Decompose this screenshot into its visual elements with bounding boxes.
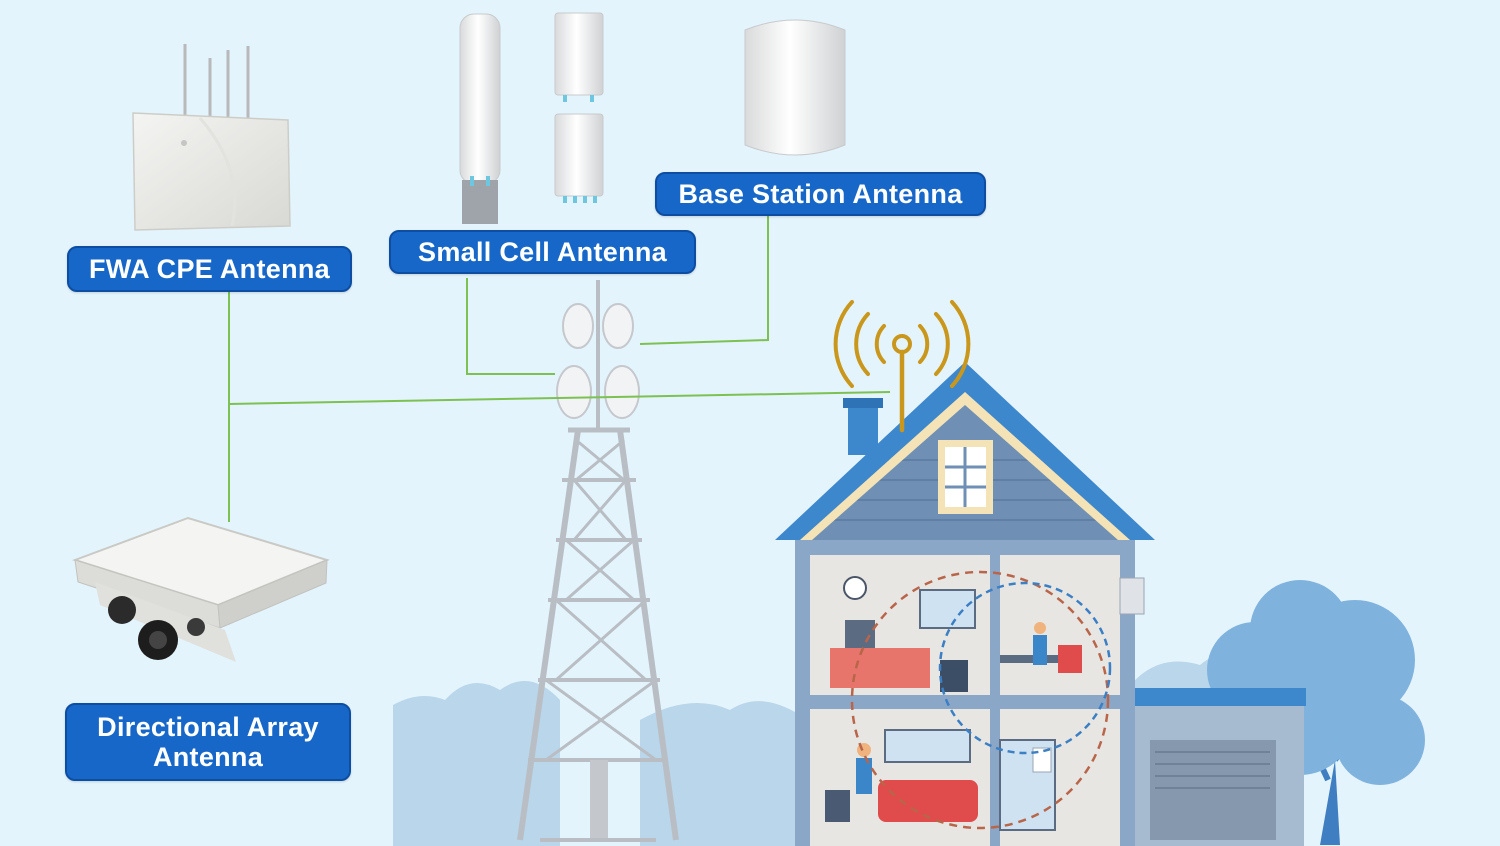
directional-array-antenna-label: Directional Array Antenna xyxy=(65,703,351,781)
directional-array-label-line2: Antenna xyxy=(152,742,264,772)
directional-array-antenna-image xyxy=(71,516,330,662)
base-station-antenna-label-text: Base Station Antenna xyxy=(678,178,963,209)
base-station-antenna-image xyxy=(744,19,846,156)
cell-tower xyxy=(517,280,679,842)
fwa-cpe-antenna-image xyxy=(132,44,291,231)
garage xyxy=(1120,688,1306,846)
small-cell-antenna-label: Small Cell Antenna xyxy=(389,230,696,274)
roof-antenna-signal xyxy=(833,300,971,433)
directional-array-label-line1: Directional Array xyxy=(97,711,319,742)
small-cell-omni-antenna-image xyxy=(459,13,501,224)
connector-lines xyxy=(228,216,891,522)
small-cell-antenna-label-text: Small Cell Antenna xyxy=(418,236,667,267)
tower-dish-antennas xyxy=(556,303,640,419)
fwa-cpe-antenna-label-text: FWA CPE Antenna xyxy=(88,253,330,284)
base-station-antenna-label: Base Station Antenna xyxy=(655,172,986,216)
house xyxy=(775,362,1155,846)
small-cell-panel-antennas-image xyxy=(554,12,604,203)
fwa-cpe-antenna-label: FWA CPE Antenna xyxy=(67,246,352,292)
background-hills xyxy=(393,651,1300,846)
